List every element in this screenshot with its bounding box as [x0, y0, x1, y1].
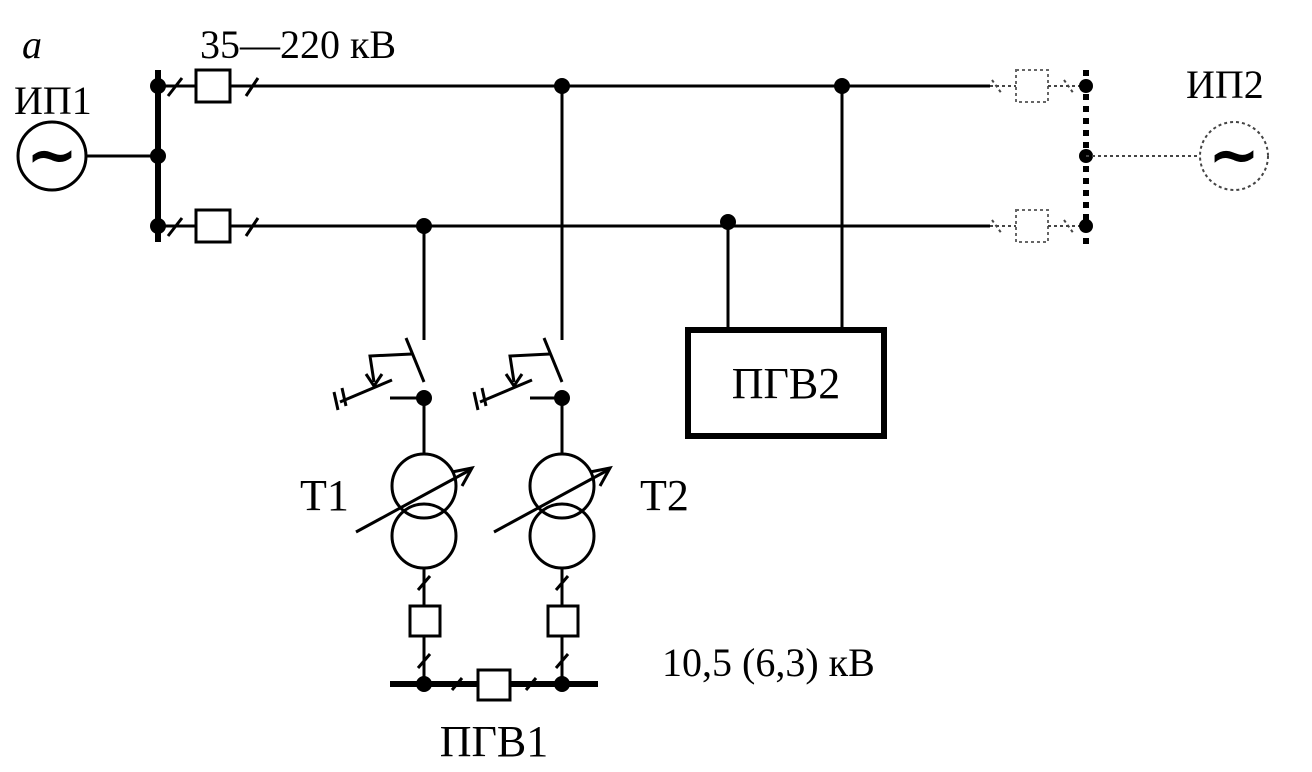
t2-disconnector	[542, 337, 564, 383]
disconnector-mark	[166, 77, 184, 97]
disconnector-mark	[244, 77, 260, 97]
hv-voltage-label: 35—220 кВ	[200, 22, 396, 67]
t2-lv-winding	[528, 502, 596, 570]
disconnector-mark	[244, 217, 260, 237]
source2-tilde: ~	[1208, 118, 1260, 191]
disconnector-mark	[554, 653, 570, 669]
disconnector-mark	[416, 575, 432, 591]
pgv1-label: ПГВ1	[440, 717, 549, 766]
t2-breaker	[546, 604, 580, 638]
sectional-breaker	[476, 668, 512, 702]
t1-arrow-head-icon	[451, 465, 475, 487]
t2-arrow-head-icon	[589, 465, 613, 487]
t2-regulation-arrow-icon	[493, 468, 609, 534]
t1-label: Т1	[300, 471, 349, 520]
disconnector-mark	[1063, 219, 1075, 235]
t1-lv-winding	[390, 502, 458, 570]
pgv2-label: ПГВ2	[732, 359, 841, 408]
breaker-upper-left	[194, 68, 232, 104]
t2-ground-icon	[480, 387, 488, 407]
panel-letter: a	[22, 22, 42, 67]
lv-voltage-label: 10,5 (6,3) кВ	[662, 640, 875, 685]
node	[554, 676, 570, 692]
node	[1079, 79, 1093, 93]
pgv2-box	[685, 327, 887, 439]
node	[1079, 219, 1093, 233]
source2-label: ИП2	[1186, 62, 1264, 107]
breaker-lower-right	[1015, 209, 1049, 243]
disconnector-mark	[554, 575, 570, 591]
disconnector-mark	[166, 217, 184, 237]
source1-tilde: ~	[26, 118, 78, 191]
node	[150, 148, 166, 164]
t1-earthing-switch	[339, 378, 393, 404]
source1-label: ИП1	[14, 78, 92, 123]
disconnector-mark	[416, 653, 432, 669]
t1-hv-winding	[390, 452, 458, 520]
node	[416, 676, 432, 692]
disconnector-mark	[1063, 79, 1075, 95]
t2-hv-winding	[528, 452, 596, 520]
breaker-upper-right	[1015, 69, 1049, 103]
disconnector-mark	[991, 219, 1003, 235]
t1-breaker	[408, 604, 442, 638]
breaker-lower-left	[194, 208, 232, 244]
t1-ground-icon	[332, 391, 340, 411]
t2-drive-link	[508, 352, 551, 383]
disconnector-mark	[991, 79, 1003, 95]
t2-ground-icon	[472, 391, 480, 411]
disconnector-mark	[450, 677, 464, 691]
t1-ground-icon	[340, 387, 348, 407]
t1-disconnector	[404, 337, 426, 383]
disconnector-mark	[524, 677, 538, 691]
t1-drive-link	[368, 352, 413, 383]
t1-regulation-arrow-icon	[355, 468, 471, 534]
t2-earthing-switch	[479, 378, 533, 404]
source2-generator-icon	[1199, 121, 1269, 191]
t2-label: Т2	[640, 471, 689, 520]
